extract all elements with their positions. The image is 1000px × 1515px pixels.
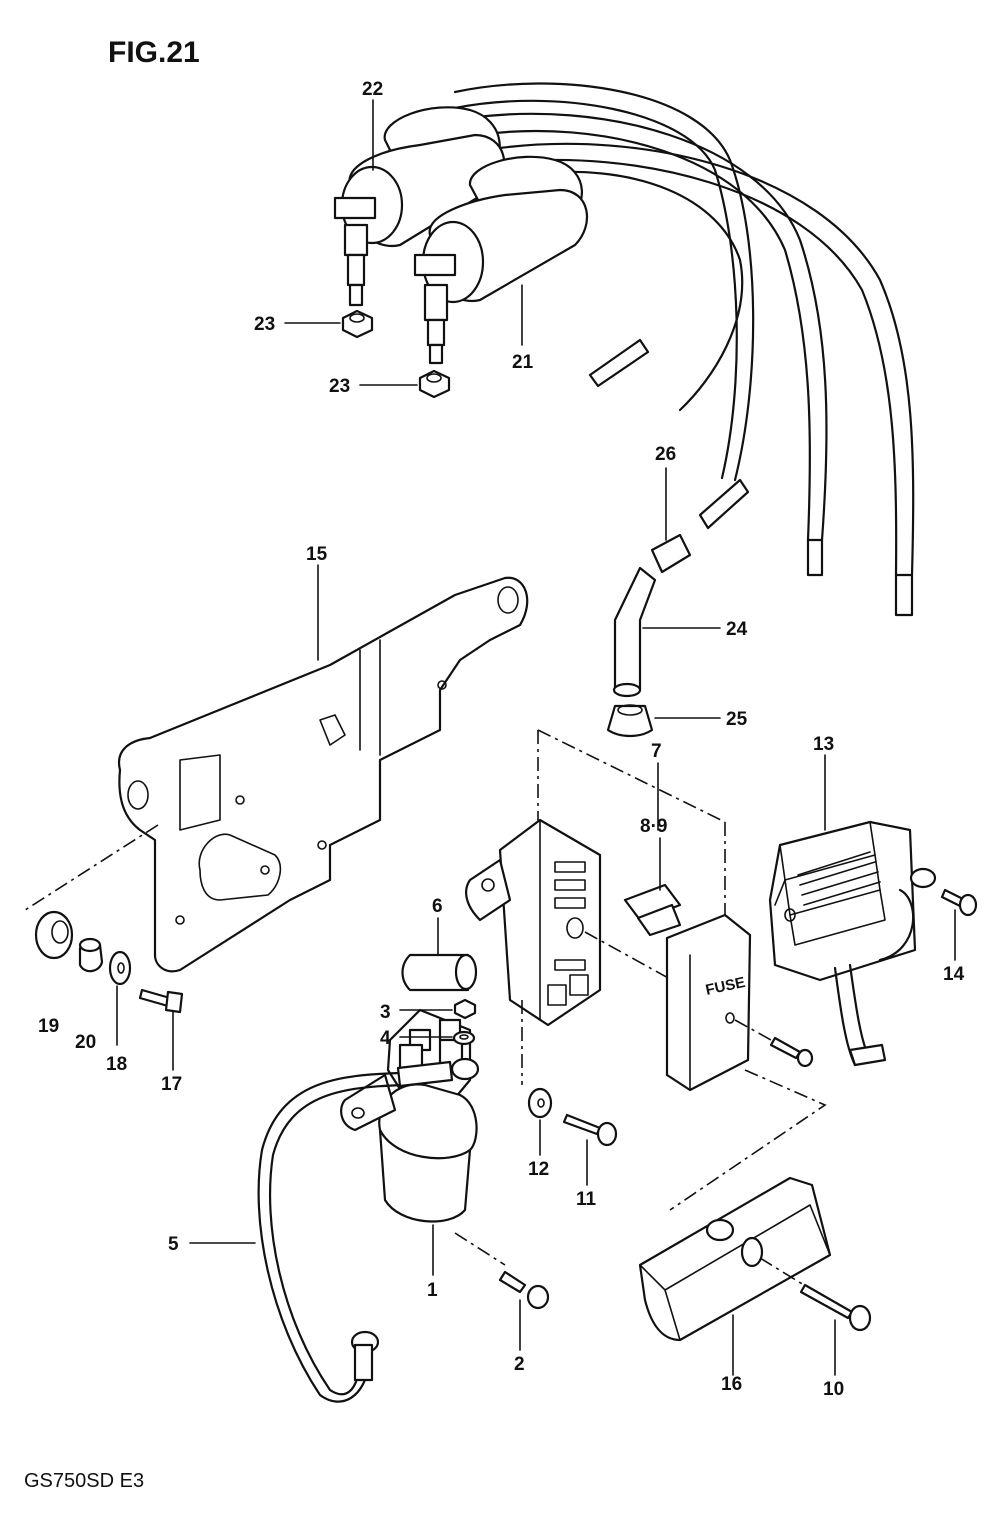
- part-number-labels: 1 2 3 4 5 6 7 8·9 10 11 12 13 14 15 16 1…: [38, 79, 965, 1400]
- regulator-rectifier-13: [768, 820, 917, 982]
- part-label-23-lower: 23: [329, 376, 350, 397]
- screw-10: [799, 1283, 872, 1332]
- part-label-21: 21: [512, 352, 534, 373]
- part-label-23-upper: 23: [254, 314, 275, 335]
- figure-title: FIG.21: [108, 36, 200, 69]
- part-label-10: 10: [823, 1379, 844, 1400]
- screw-11: [562, 1113, 618, 1147]
- part-label-18: 18: [106, 1054, 127, 1075]
- part-label-12: 12: [528, 1159, 549, 1180]
- cap-seal-25: [606, 704, 721, 738]
- terminal-cap-6: [401, 953, 478, 992]
- part-label-26: 26: [655, 444, 676, 465]
- part-label-6: 6: [432, 896, 443, 917]
- part-label-7: 7: [651, 741, 662, 762]
- part-label-2: 2: [514, 1354, 525, 1375]
- washer-4: [452, 1030, 476, 1046]
- grommet-19: [34, 910, 74, 960]
- part-label-1: 1: [427, 1280, 438, 1301]
- part-label-5: 5: [168, 1234, 179, 1255]
- part-label-25: 25: [726, 709, 748, 730]
- part-label-24: 24: [726, 619, 748, 640]
- screw-2: [498, 1270, 550, 1310]
- battery-cable-5: [257, 1057, 480, 1403]
- part-label-16: 16: [721, 1374, 742, 1395]
- part-label-22: 22: [362, 79, 383, 100]
- part-label-4: 4: [380, 1028, 391, 1049]
- fuse-box-7: [465, 818, 602, 1027]
- nut-23-upper: [284, 309, 374, 339]
- nut-23-lower: [359, 369, 451, 399]
- part-label-15: 15: [306, 544, 328, 565]
- part-label-3: 3: [380, 1002, 391, 1023]
- bolt-14: [940, 888, 978, 917]
- washer-18: [108, 950, 132, 986]
- part-label-20: 20: [75, 1032, 96, 1053]
- relay-cover-16: [638, 1176, 832, 1342]
- part-label-17: 17: [161, 1074, 182, 1095]
- part-label-8-9: 8·9: [640, 816, 667, 837]
- model-code: GS750SD E3: [24, 1470, 144, 1492]
- fuse-cover: FUSE: [665, 913, 752, 1092]
- part-label-11: 11: [576, 1189, 597, 1210]
- bolt-17: [138, 988, 184, 1014]
- fuse-8-9: [623, 883, 682, 937]
- part-label-14: 14: [943, 964, 965, 985]
- spark-plug-cap-26: [650, 467, 692, 574]
- fuse-cover-screw: [769, 1036, 814, 1068]
- part-label-13: 13: [813, 734, 834, 755]
- spark-plug-cap-24: [612, 566, 721, 698]
- nut-3: [453, 998, 477, 1020]
- mounting-bracket-15: [117, 564, 529, 973]
- regulator-lead: [833, 867, 937, 1067]
- collar-20: [78, 937, 104, 973]
- ignition-coil-21: [413, 155, 589, 365]
- washer-12: [527, 1087, 553, 1119]
- high-tension-leads: [453, 82, 915, 617]
- part-label-19: 19: [38, 1016, 59, 1037]
